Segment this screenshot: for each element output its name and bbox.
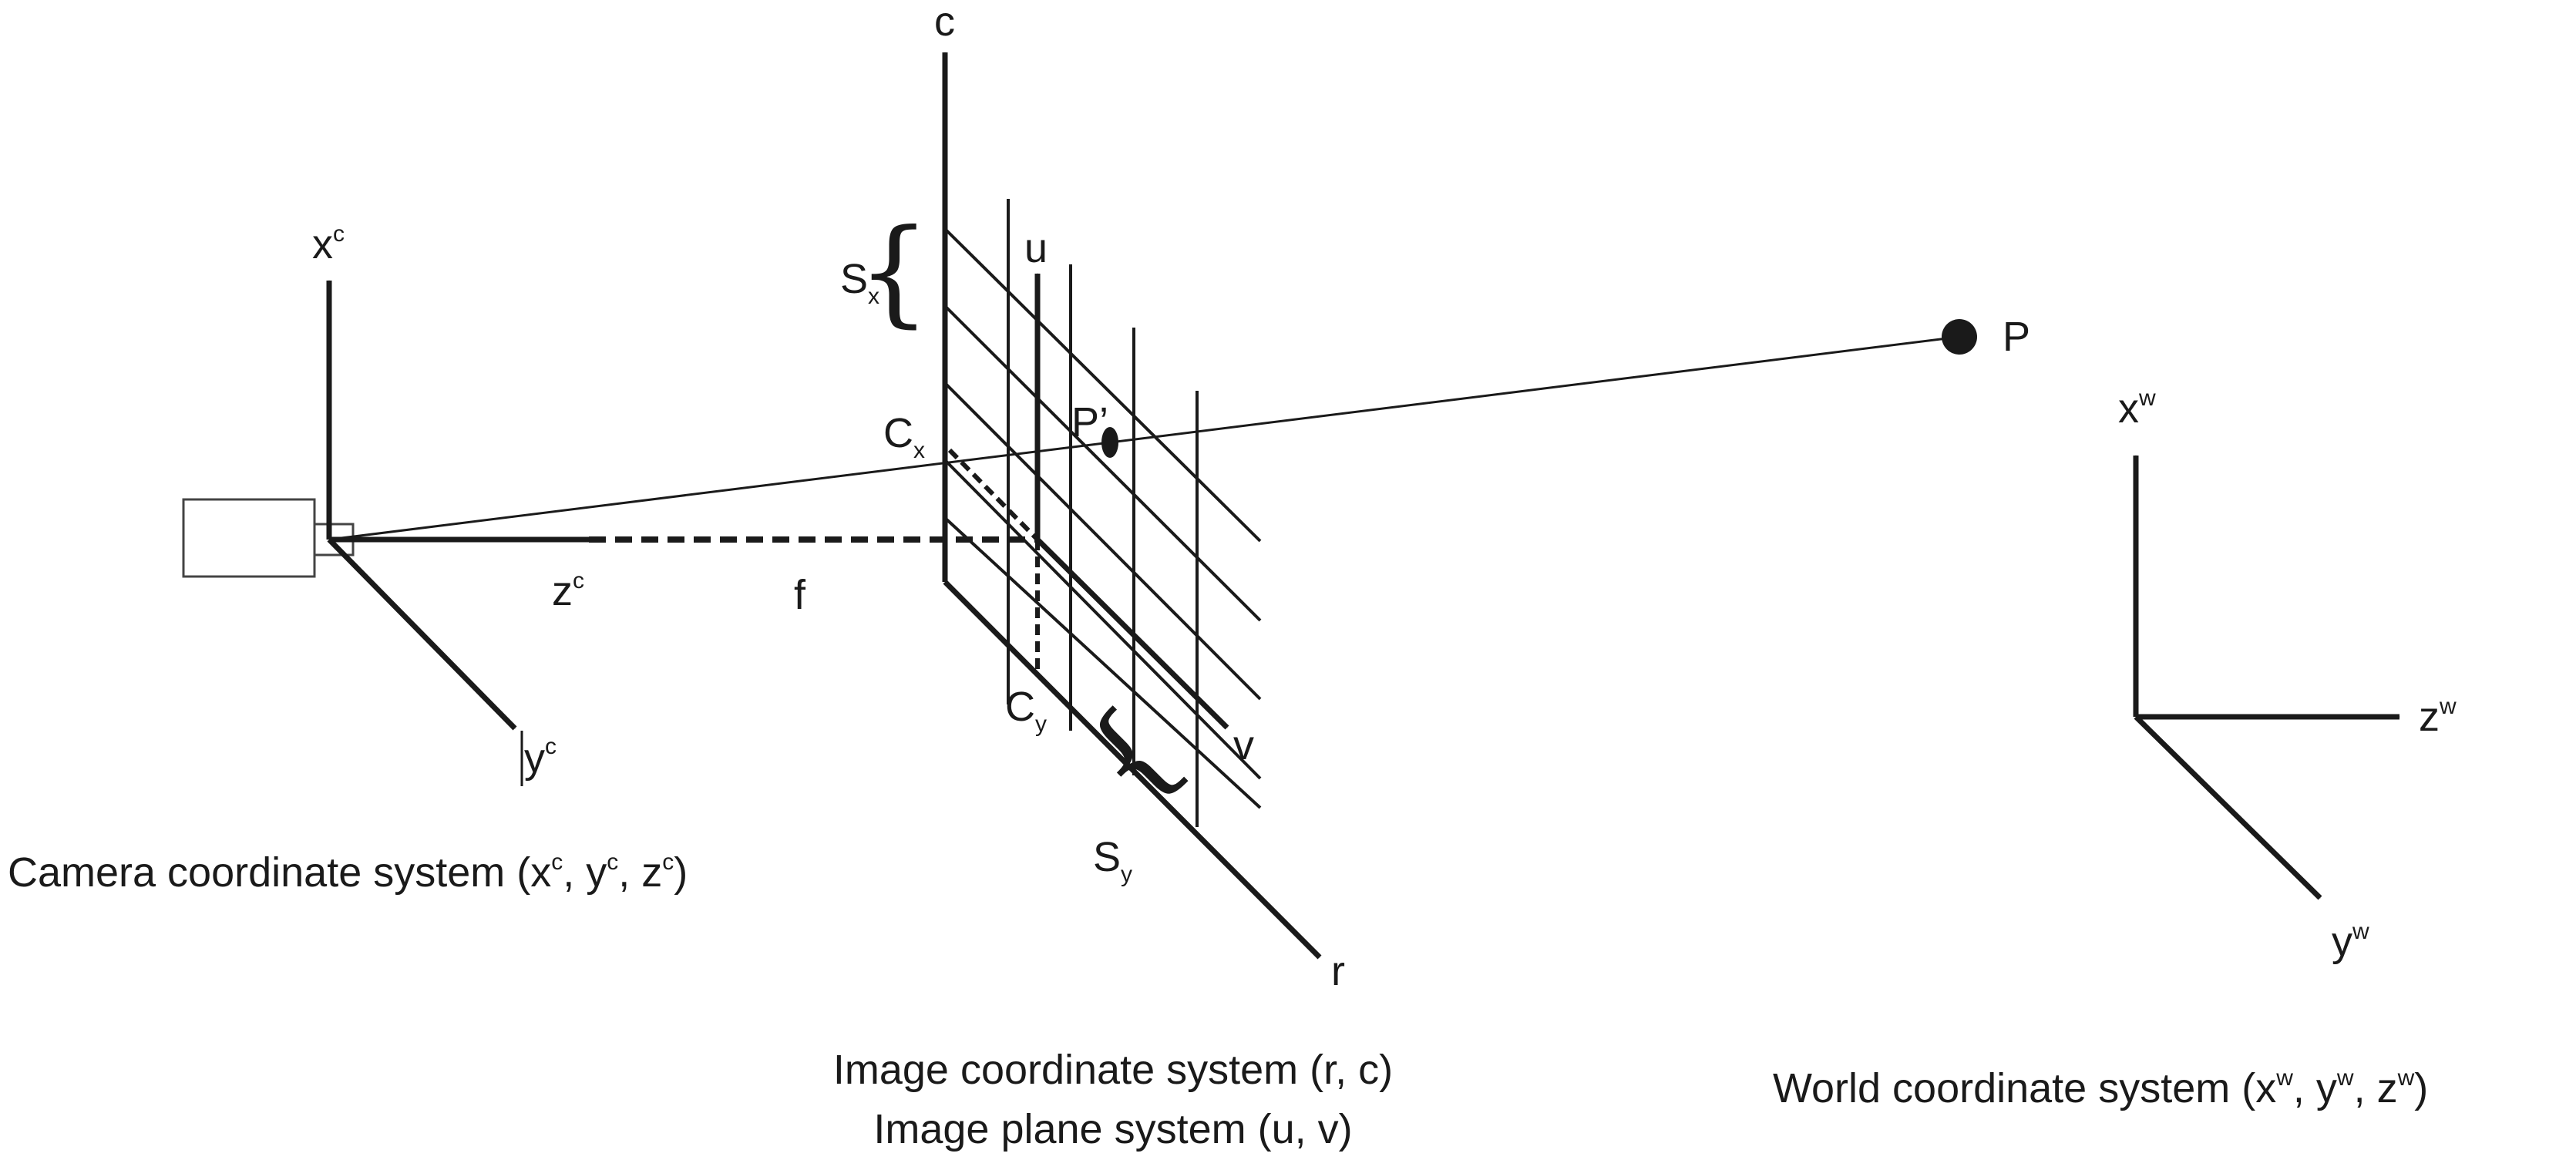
projected-point-label: P’	[1071, 399, 1108, 446]
image-c-axis-label: c	[934, 0, 955, 45]
world-y-axis	[2134, 714, 2322, 900]
sx-label: Sx	[840, 256, 879, 309]
image-u-axis-label: u	[1024, 225, 1048, 271]
cx-dashed-line	[947, 448, 1040, 542]
world-point-marker	[1942, 319, 1977, 355]
cy-label: Cy	[1005, 684, 1047, 737]
image-v-axis-label: v	[1233, 722, 1254, 768]
camera-caption: Camera coordinate system (xc, yc, zc)	[8, 849, 688, 896]
image-plane-grid	[943, 199, 1262, 827]
image-r-axis-label: r	[1331, 948, 1345, 994]
camera-z-axis-label: zc	[552, 568, 584, 614]
world-x-axis-label: xw	[2118, 385, 2156, 432]
focal-length-label: f	[794, 572, 806, 618]
cx-label: Cx	[883, 410, 925, 463]
projection-ray	[328, 335, 1960, 541]
image-caption-line2: Image plane system (u, v)	[873, 1106, 1352, 1152]
sy-label: Sy	[1093, 834, 1132, 887]
world-y-axis-label: yw	[2332, 919, 2369, 965]
projected-point-marker	[1101, 427, 1118, 458]
camera-y-axis	[327, 537, 517, 731]
camera-y-axis-label: yc	[524, 734, 557, 782]
world-z-axis-label: zw	[2419, 694, 2457, 740]
camera-x-axis-label: xc	[312, 221, 345, 267]
image-caption-line1: Image coordinate system (r, c)	[833, 1047, 1393, 1093]
image-v-axis	[1035, 537, 1229, 730]
sy-brace: {	[1058, 682, 1205, 829]
world-point-label: P	[2003, 314, 2030, 360]
world-caption: World coordinate system (xw, yw, zw)	[1773, 1065, 2428, 1111]
camera-body-icon	[182, 498, 355, 578]
image-r-axis	[943, 580, 1322, 960]
sx-brace: {	[857, 205, 930, 339]
